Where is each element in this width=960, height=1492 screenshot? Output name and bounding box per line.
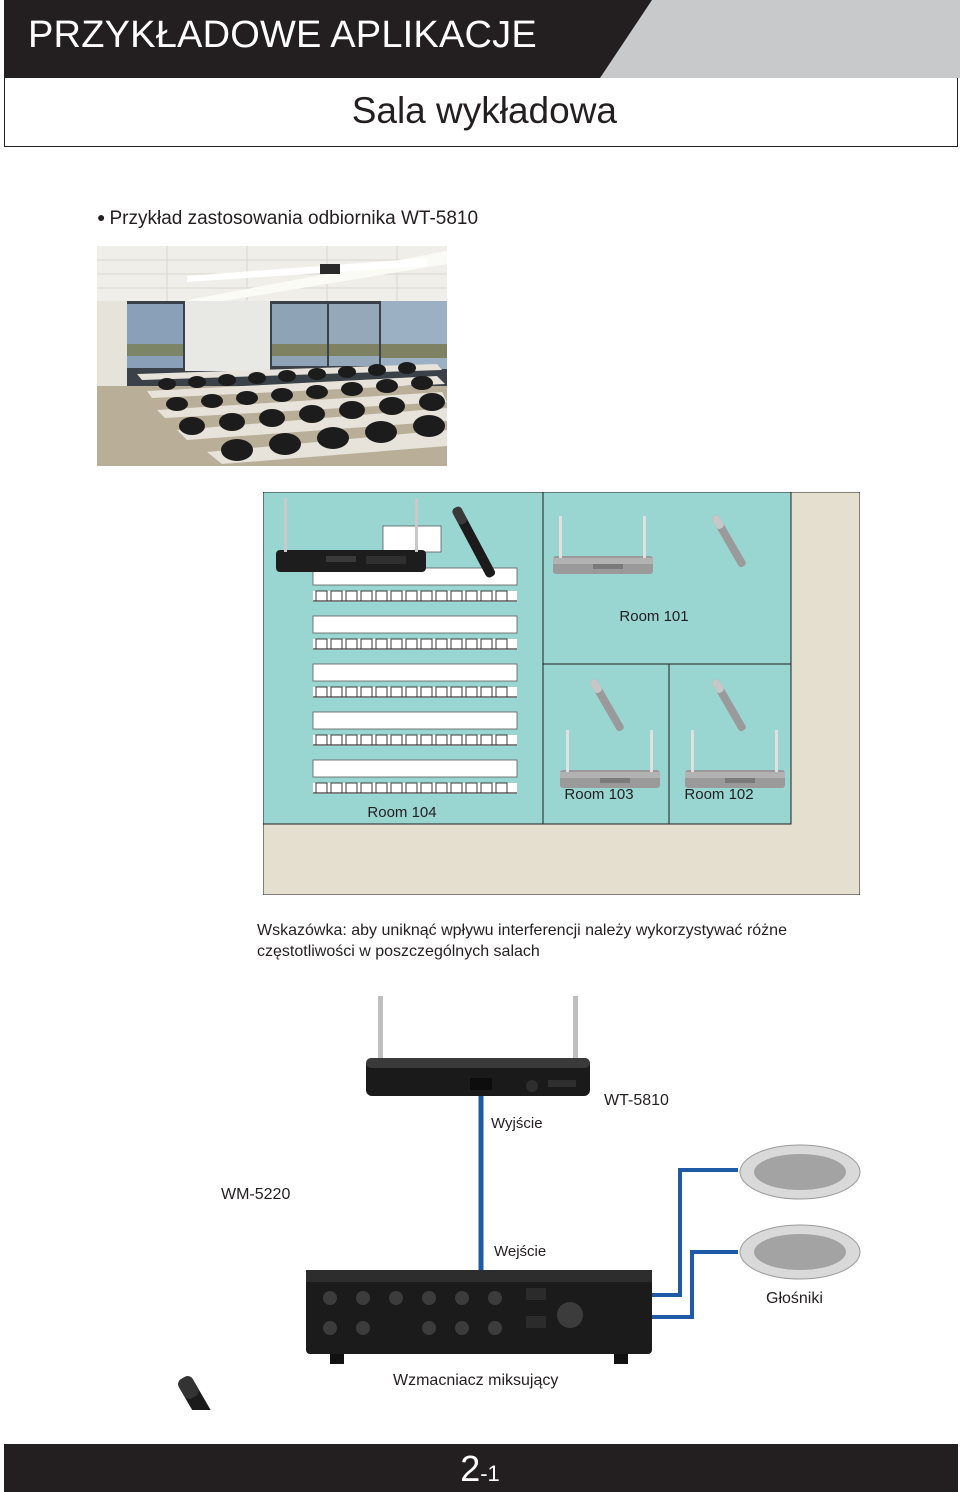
room-101-label: Room 101 xyxy=(619,608,688,625)
room-102-label: Room 102 xyxy=(684,786,753,803)
connection-diagram xyxy=(178,996,861,1410)
amplifier-label: Wzmacniacz miksujący xyxy=(393,1372,559,1389)
floor-plan: Room 101 Room 102 Room 103 Room 104 xyxy=(263,492,860,895)
example-caption-text: Przykład zastosowania odbiornika WT-5810 xyxy=(109,208,479,229)
receiver-image xyxy=(366,996,590,1096)
amplifier-image xyxy=(306,1270,652,1364)
room-103-label: Room 103 xyxy=(564,786,633,803)
lecture-hall-photo xyxy=(97,246,447,466)
page-number-major: 2 xyxy=(460,1448,481,1489)
input-label: Wejście xyxy=(494,1243,547,1260)
subtitle-box: Sala wykładowa xyxy=(4,78,958,147)
header-accent xyxy=(600,0,960,78)
section-title: PRZYKŁADOWE APLIKACJE xyxy=(28,14,537,56)
output-label: Wyjście xyxy=(491,1115,543,1132)
speakers-label: Głośniki xyxy=(766,1290,823,1307)
receiver-model-label: WT-5810 xyxy=(604,1092,669,1109)
speaker-2-image xyxy=(739,1224,861,1280)
page-number: 2-1 xyxy=(0,1448,960,1490)
page-number-minor: -1 xyxy=(480,1461,500,1486)
footer-bar xyxy=(4,1444,958,1492)
example-caption: ●Przykład zastosowania odbiornika WT-581… xyxy=(97,208,478,230)
speaker-1-image xyxy=(739,1144,861,1200)
page-subtitle: Sala wykładowa xyxy=(351,90,617,131)
room-104-label: Room 104 xyxy=(367,804,436,821)
bullet-icon: ● xyxy=(97,209,106,225)
microphone-model-label: WM-5220 xyxy=(221,1186,291,1203)
tip-text: Wskazówka: aby uniknąć wpływu interferen… xyxy=(257,922,787,960)
microphone-image xyxy=(178,1376,243,1410)
